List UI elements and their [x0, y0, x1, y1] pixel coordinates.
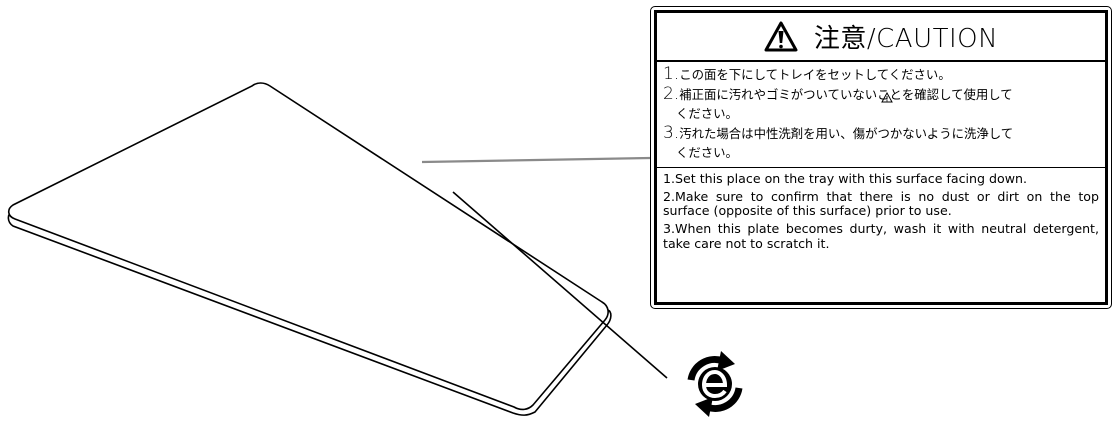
japanese-instruction-1: 1.この面を下にしてトレイをセットしてください。 [663, 64, 1099, 85]
instruction-text: 汚れた場合は中性洗剤を用い、傷がつかないように洗浄して [679, 125, 1014, 141]
instruction-number: 3. [663, 122, 680, 143]
caution-title: 注意/CAUTION [813, 24, 999, 54]
instruction-text: 補正面に汚れやゴミがついていないことを確認して使用して [679, 86, 1013, 102]
caution-label: 注意/CAUTION 1.この面を下にしてトレイをセットしてください。 2.補正… [650, 6, 1112, 309]
instruction-number: 1. [663, 64, 680, 84]
instruction-number: 2. [663, 83, 680, 104]
english-instruction-2: 2.Make sure to confirm that there is no … [663, 188, 1099, 219]
caution-label-frame: 注意/CAUTION 1.この面を下にしてトレイをセットしてください。 2.補正… [654, 10, 1108, 305]
japanese-instruction-2: 2.補正面に汚れやゴミがついていないことを確認して使用して ください。 [663, 83, 1099, 124]
english-instruction-1: 1.Set this place on the tray with this s… [663, 170, 1028, 186]
recycling-e-icon [687, 351, 743, 417]
japanese-instructions: 1.この面を下にしてトレイをセットしてください。 2.補正面に汚れやゴミがついて… [657, 62, 1105, 163]
english-instruction-3: 3.When this plate becomes durty, wash it… [663, 221, 1099, 251]
leader-line-symbol [452, 191, 668, 379]
warning-triangle-icon [764, 21, 798, 51]
english-instructions: 1.Set this place on the tray with this s… [657, 168, 1105, 251]
instruction-text-continued: ください。 [676, 106, 738, 121]
instruction-text-continued: ください。 [676, 145, 738, 160]
japanese-instruction-3: 3.汚れた場合は中性洗剤を用い、傷がつかないように洗浄して ください。 [663, 122, 1099, 163]
section-divider [657, 166, 1105, 168]
caution-header: 注意/CAUTION [657, 13, 1105, 62]
plate-top-surface [7, 82, 609, 411]
instruction-text: この面を下にしてトレイをセットしてください。 [679, 67, 951, 82]
leader-line-label [421, 156, 652, 164]
small-warning-icon [881, 92, 893, 103]
plate-edge [7, 211, 612, 416]
